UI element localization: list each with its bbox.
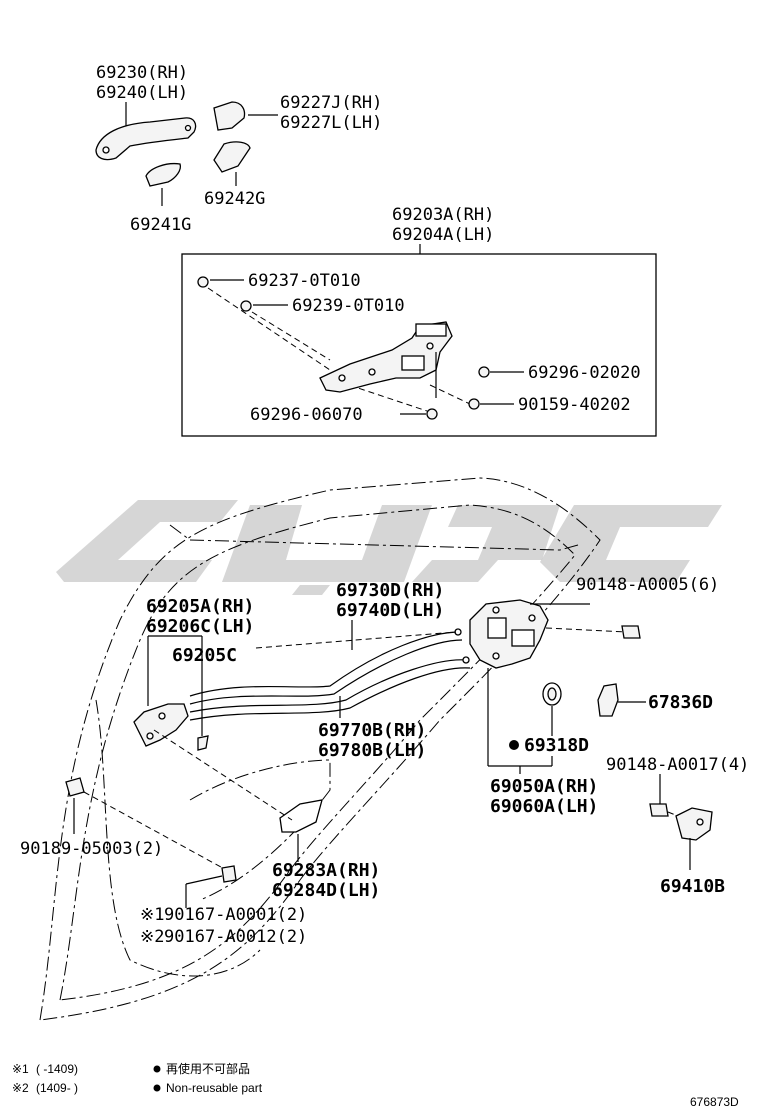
handle-pad-69242G xyxy=(213,141,251,173)
label-69284D: 69284D(LH) xyxy=(272,880,380,901)
mark-1: ※1 xyxy=(140,905,164,925)
door-lock-cables xyxy=(189,628,471,721)
screw-90167 xyxy=(221,865,237,883)
label-69283A: 69283A(RH) xyxy=(272,860,380,881)
outside-door-handle xyxy=(95,117,197,161)
door-lock-assy xyxy=(469,599,549,669)
label-69242G: 69242G xyxy=(204,189,265,209)
handle-frame xyxy=(319,321,453,398)
label-69239: 69239-0T010 xyxy=(292,296,405,316)
label-69296-06070: 69296-06070 xyxy=(250,405,363,425)
footnote-2-range: (1409- ) xyxy=(36,1081,78,1095)
door-striker-69410B xyxy=(675,807,713,841)
legend-dot-icon-jp xyxy=(153,1065,161,1073)
label-69227L: 69227L(LH) xyxy=(280,113,382,133)
label-90148-A0005: 90148-A0005(6) xyxy=(576,575,719,595)
label-69241G: 69241G xyxy=(130,215,191,235)
label-69204A: 69204A(LH) xyxy=(392,225,494,245)
label-69230: 69230(RH) xyxy=(96,63,188,83)
diagram-id: 676873D xyxy=(690,1095,739,1109)
label-90167-A0001: 90167-A0001(2) xyxy=(164,905,307,925)
screw-69296-02020 xyxy=(478,366,490,378)
handle-cap-cover xyxy=(213,101,246,131)
screw-69205C xyxy=(197,735,209,751)
bolt-90159 xyxy=(468,398,480,410)
door-outline xyxy=(39,477,601,1021)
lock-protector xyxy=(279,799,323,833)
handle-pad-69241G xyxy=(145,162,182,187)
legend-dot-icon-en xyxy=(153,1084,161,1092)
label-69060A: 69060A(LH) xyxy=(490,796,598,817)
watermark-logo xyxy=(56,500,722,595)
bolt-90148-A0005 xyxy=(621,625,641,639)
label-67836D: 67836D xyxy=(648,692,713,713)
frame-assy-box xyxy=(181,253,657,437)
label-69050A: 69050A(RH) xyxy=(490,776,598,797)
label-69205A: 69205A(RH) xyxy=(146,596,254,617)
label-69237: 69237-0T010 xyxy=(248,271,361,291)
label-69730D: 69730D(RH) xyxy=(336,580,444,601)
clip-90189 xyxy=(65,777,85,797)
label-69770B: 69770B(RH) xyxy=(318,720,426,741)
label-69206C: 69206C(LH) xyxy=(146,616,254,637)
label-69227J: 69227J(RH) xyxy=(280,93,382,113)
nut-69237 xyxy=(197,276,209,288)
footnote-1-range: ( -1409) xyxy=(36,1062,78,1076)
label-69780B: 69780B(LH) xyxy=(318,740,426,761)
label-90189: 90189-05003(2) xyxy=(20,839,163,859)
footnote-en: Non-reusable part xyxy=(166,1081,263,1095)
footnote-2-mark: ※2 xyxy=(12,1081,29,1095)
grommet-69239 xyxy=(240,300,252,312)
screw-69296-06070 xyxy=(426,408,438,420)
label-90159: 90159-40202 xyxy=(518,395,631,415)
label-69205C: 69205C xyxy=(172,645,237,666)
mark-2: ※2 xyxy=(140,927,164,947)
inside-door-handle xyxy=(133,703,189,747)
label-69410B: 69410B xyxy=(660,876,725,897)
label-69296-02020: 69296-02020 xyxy=(528,363,641,383)
footnote-jp: 再使用不可部品 xyxy=(166,1061,250,1076)
footnote-1-mark: ※1 xyxy=(12,1062,29,1076)
label-69240: 69240(LH) xyxy=(96,83,188,103)
grommet-67836D xyxy=(597,683,619,717)
bolt-90148-A0017 xyxy=(649,803,669,817)
label-90167-A0012: 90167-A0012(2) xyxy=(164,927,307,947)
label-90148-A0017: 90148-A0017(4) xyxy=(606,755,749,775)
label-69203A: 69203A(RH) xyxy=(392,205,494,225)
label-69740D: 69740D(LH) xyxy=(336,600,444,621)
non-reusable-dot-icon xyxy=(509,740,519,750)
label-69318D: 69318D xyxy=(524,735,589,756)
